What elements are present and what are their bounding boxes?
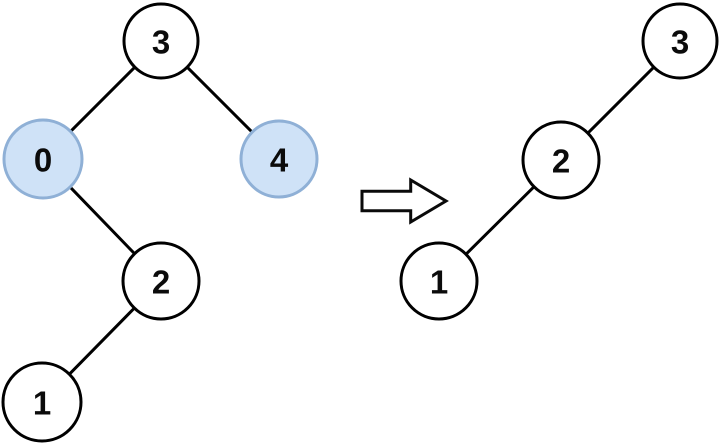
tree-node-l0[interactable]: 0 bbox=[2, 118, 84, 200]
after-tree-edges bbox=[463, 64, 657, 257]
node-circle[interactable] bbox=[521, 120, 601, 200]
arrow-right-icon bbox=[360, 177, 449, 225]
tree-node-r1[interactable]: 1 bbox=[399, 241, 479, 321]
tree-edge-l0-l2 bbox=[67, 184, 137, 256]
tree-node-l1[interactable]: 1 bbox=[1, 361, 83, 443]
node-circle[interactable] bbox=[122, 2, 200, 80]
tree-edge-r2-r1 bbox=[463, 184, 537, 257]
after-tree-nodes: 321 bbox=[399, 2, 719, 321]
tree-edge-l2-l1 bbox=[67, 305, 137, 377]
node-circle[interactable] bbox=[2, 118, 84, 200]
node-circle[interactable] bbox=[641, 2, 719, 80]
tree-node-l2[interactable]: 2 bbox=[121, 241, 201, 321]
transform-arrow bbox=[360, 177, 449, 225]
before-tree-edges bbox=[67, 64, 255, 377]
tree-node-r2[interactable]: 2 bbox=[521, 120, 601, 200]
before-tree-nodes: 30 421 bbox=[1, 2, 319, 443]
tree-node-l3[interactable]: 3 bbox=[122, 2, 200, 80]
node-circle[interactable] bbox=[121, 241, 201, 321]
node-circle[interactable] bbox=[1, 361, 83, 443]
node-circle[interactable] bbox=[239, 119, 319, 199]
tree-edge-l3-l0 bbox=[68, 64, 138, 134]
tree-edge-r3-r2 bbox=[585, 64, 657, 136]
node-circle[interactable] bbox=[399, 241, 479, 321]
tree-node-r3[interactable]: 3 bbox=[641, 2, 719, 80]
tree-edge-l3-l4 bbox=[184, 64, 255, 135]
tree-node-l4[interactable]: 4 bbox=[239, 119, 319, 199]
